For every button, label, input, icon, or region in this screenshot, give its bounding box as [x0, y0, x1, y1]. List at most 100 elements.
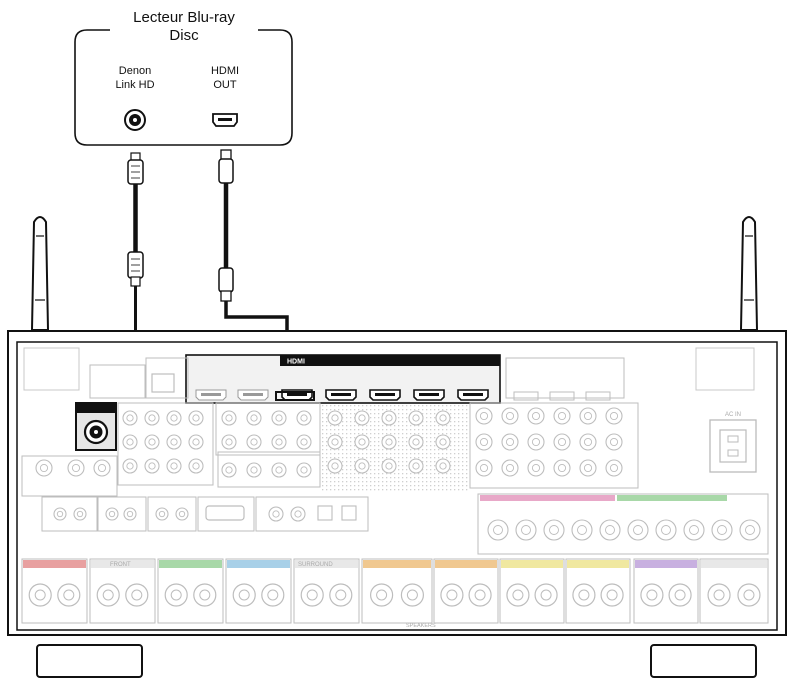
- grid-dot: [322, 449, 324, 451]
- grid-dot: [454, 409, 456, 411]
- grid-dot: [350, 417, 352, 419]
- grid-dot: [330, 453, 332, 455]
- grid-dot: [378, 461, 380, 463]
- jack-inner: [412, 438, 420, 446]
- grid-dot: [410, 429, 412, 431]
- grid-dot: [374, 457, 376, 459]
- grid-dot: [354, 433, 356, 435]
- grid-dot: [338, 453, 340, 455]
- optical-port-icon: [341, 505, 357, 521]
- grid-dot: [442, 489, 444, 491]
- jack-inner: [108, 510, 116, 518]
- grid-dot: [462, 421, 464, 423]
- grid-dot: [434, 445, 436, 447]
- grid-dot: [358, 473, 360, 475]
- antenna-mount-left: [23, 347, 80, 391]
- jack-icon: [501, 407, 519, 425]
- grid-dot: [462, 437, 464, 439]
- grid-dot: [398, 429, 400, 431]
- grid-dot: [326, 469, 328, 471]
- zone-color-bar: [635, 560, 697, 568]
- grid-dot: [354, 461, 356, 463]
- speaker-terminal-icon: [261, 583, 285, 607]
- grid-dot: [430, 465, 432, 467]
- grid-dot: [342, 441, 344, 443]
- grid-dot: [442, 405, 444, 407]
- grid-dot: [322, 429, 324, 431]
- grid-dot: [434, 413, 436, 415]
- grid-dot: [434, 453, 436, 455]
- grid-dot: [366, 489, 368, 491]
- grid-dot: [350, 485, 352, 487]
- grid-dot: [398, 473, 400, 475]
- grid-dot: [458, 405, 460, 407]
- grid-dot: [370, 457, 372, 459]
- grid-dot: [398, 469, 400, 471]
- grid-dot: [438, 477, 440, 479]
- grid-dot: [450, 465, 452, 467]
- grid-dot: [322, 413, 324, 415]
- grid-dot: [454, 429, 456, 431]
- grid-dot: [402, 453, 404, 455]
- grid-dot: [326, 409, 328, 411]
- grid-dot: [406, 485, 408, 487]
- grid-dot: [334, 457, 336, 459]
- grid-dot: [466, 465, 468, 467]
- grid-dot: [454, 485, 456, 487]
- grid-dot: [458, 457, 460, 459]
- zone-color-bar: [363, 560, 431, 568]
- zone-color-bar: [295, 560, 358, 568]
- grid-dot: [358, 481, 360, 483]
- grid-dot: [454, 405, 456, 407]
- grid-dot: [374, 421, 376, 423]
- grid-dot: [326, 465, 328, 467]
- grid-dot: [374, 445, 376, 447]
- denon-link-jack-icon: [124, 109, 146, 131]
- grid-dot: [362, 409, 364, 411]
- grid-dot: [414, 489, 416, 491]
- grid-dot: [326, 489, 328, 491]
- grid-dot: [338, 485, 340, 487]
- grid-dot: [330, 433, 332, 435]
- grid-dot: [342, 473, 344, 475]
- grid-dot: [462, 477, 464, 479]
- grid-dot: [378, 457, 380, 459]
- jack-icon: [166, 458, 182, 474]
- grid-dot: [446, 453, 448, 455]
- grid-dot: [370, 417, 372, 419]
- grid-dot: [426, 417, 428, 419]
- grid-dot: [430, 421, 432, 423]
- receiver-feet: [36, 644, 757, 678]
- grid-dot: [394, 473, 396, 475]
- speaker-terminal-icon: [737, 583, 761, 607]
- speaker-terminal-inner: [446, 589, 458, 601]
- grid-dot: [402, 469, 404, 471]
- jack-inner: [583, 411, 593, 421]
- grid-dot: [430, 429, 432, 431]
- grid-dot: [334, 409, 336, 411]
- jack-icon: [435, 458, 451, 474]
- ac-in-label: AC IN: [725, 412, 741, 418]
- jack-inner: [358, 414, 366, 422]
- jack-icon: [67, 459, 85, 477]
- grid-dot: [434, 417, 436, 419]
- speaker-upper-block: [477, 493, 769, 555]
- grid-dot: [426, 457, 428, 459]
- grid-dot: [370, 441, 372, 443]
- jack-inner: [331, 414, 339, 422]
- grid-dot: [430, 485, 432, 487]
- grid-dot: [374, 481, 376, 483]
- jack-inner: [531, 463, 541, 473]
- speaker-terminal-icon: [440, 583, 464, 607]
- grid-dot: [374, 469, 376, 471]
- grid-dot: [398, 417, 400, 419]
- speaker-terminal-block: [633, 558, 699, 624]
- grid-dot: [342, 489, 344, 491]
- grid-dot: [446, 477, 448, 479]
- grid-dot: [434, 405, 436, 407]
- grid-dot: [462, 409, 464, 411]
- grid-dot: [330, 489, 332, 491]
- grid-dot: [366, 405, 368, 407]
- rs232-block: [197, 496, 255, 532]
- grid-dot: [322, 481, 324, 483]
